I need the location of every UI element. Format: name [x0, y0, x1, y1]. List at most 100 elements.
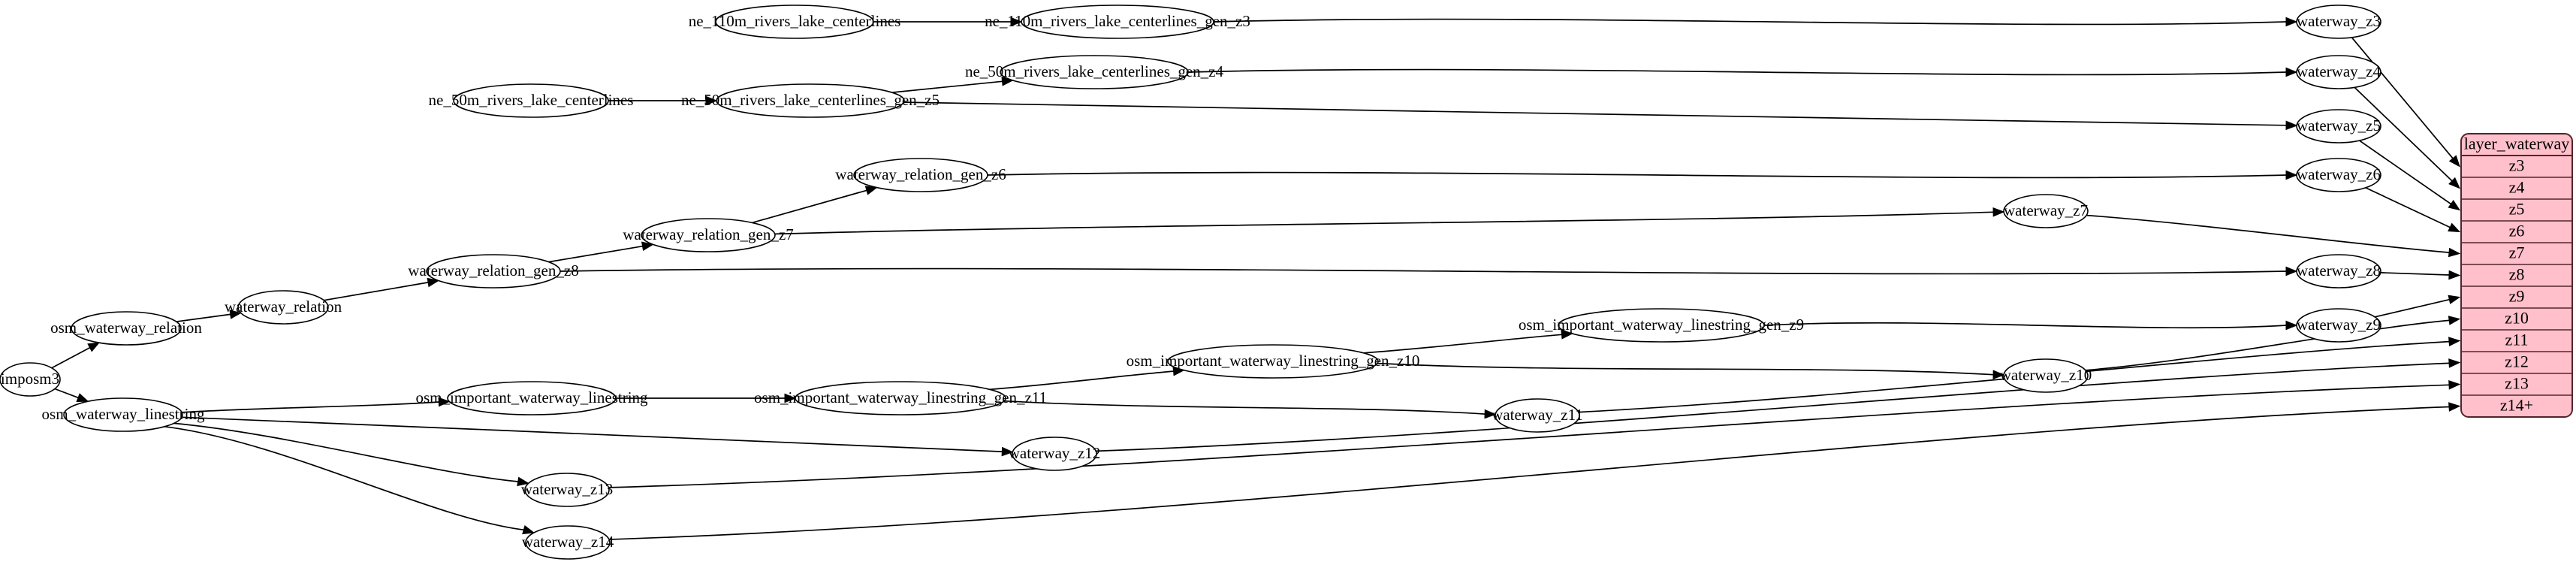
graph-edge-osm_waterway_linestring--to--waterway_z14	[164, 425, 524, 531]
graph-node-osm_waterway_linestring[interactable]: osm_waterway_linestring	[42, 397, 205, 432]
node-shape	[1495, 398, 1580, 433]
layer-table-row-z11[interactable]: z11	[2505, 331, 2529, 349]
layer-table-background	[2460, 133, 2573, 418]
arrow-head-icon	[2448, 358, 2461, 368]
graph-edge-waterway_z3--to--layer_waterway_z3	[2351, 37, 2454, 159]
graph-node-waterway_relation_gen_z7[interactable]: waterway_relation_gen_z7	[623, 218, 794, 252]
node-shape	[2003, 194, 2089, 228]
graph-node-waterway_relation_gen_z6[interactable]: waterway_relation_gen_z6	[835, 158, 1006, 192]
graph-node-waterway_z4[interactable]: waterway_z4	[2296, 55, 2381, 89]
graph-node-waterway_z7[interactable]: waterway_z7	[2003, 194, 2089, 228]
graph-edge-osm_waterway_linestring--to--osm_important_waterway_linestring	[182, 401, 439, 413]
graph-node-waterway_z11[interactable]: waterway_z11	[1492, 398, 1583, 433]
arrow-head-icon	[87, 342, 101, 352]
arrow-head-icon	[2448, 222, 2461, 233]
arrow-head-icon	[1001, 446, 1014, 457]
arrow-head-icon	[2285, 266, 2298, 276]
graph-node-osm_important_waterway_linestring_gen_z10[interactable]: osm_important_waterway_linestring_gen_z1…	[1127, 344, 1420, 379]
node-label: osm_important_waterway_linestring	[415, 388, 648, 406]
graph-node-imposm3[interactable]: imposm3	[0, 362, 61, 397]
graph-node-waterway_z5[interactable]: waterway_z5	[2296, 109, 2381, 144]
node-shape	[1167, 344, 1379, 379]
graph-edge-waterway_relation_gen_z8--to--waterway_relation_gen_z7	[548, 245, 643, 263]
layer-table-row-z12[interactable]: z12	[2505, 352, 2529, 371]
graph-node-osm_important_waterway_linestring_gen_z9[interactable]: osm_important_waterway_linestring_gen_z9	[1519, 308, 1804, 343]
node-shape	[715, 5, 874, 39]
layer-table-row-z4[interactable]: z4	[2509, 178, 2525, 197]
arrow-head-icon	[427, 277, 440, 288]
layer-waterway-table[interactable]: layer_waterway z3 z4 z5 z6 z7 z8 z9 z10 z11 z12 z13…	[2460, 133, 2573, 418]
graph-edge-waterway_relation_gen_z6--to--waterway_z6	[987, 171, 2287, 179]
node-label: ne_50m_rivers_lake_centerlines	[429, 91, 634, 109]
graph-edge-imposm3--to--osm_waterway_linestring	[54, 388, 79, 399]
layer-table-row-z10[interactable]: z10	[2505, 309, 2529, 328]
arrow-head-icon	[2448, 155, 2460, 168]
node-shape	[641, 218, 776, 252]
layer-table-row-z13[interactable]: z13	[2505, 374, 2529, 393]
node-label: waterway_relation	[225, 298, 342, 316]
graph-node-ne_110m_rivers_lake_centerlines[interactable]: ne_110m_rivers_lake_centerlines	[689, 5, 901, 39]
node-label: waterway_z7	[2004, 201, 2088, 219]
arrow-head-icon	[1992, 207, 2005, 217]
graph-node-osm_waterway_relation[interactable]: osm_waterway_relation	[50, 311, 202, 346]
arrow-head-icon	[1484, 409, 1497, 419]
graph-node-osm_important_waterway_linestring_gen_z11[interactable]: osm_important_waterway_linestring_gen_z1…	[754, 381, 1047, 415]
graph-edge-waterway_z14--to--layer_waterway_z14_	[609, 406, 2450, 540]
node-shape	[2296, 55, 2381, 89]
graph-node-ne_110m_rivers_lake_centerlines_gen_z3[interactable]: ne_110m_rivers_lake_centerlines_gen_z3	[985, 5, 1250, 39]
node-label: waterway_z13	[521, 480, 613, 498]
graph-node-osm_important_waterway_linestring[interactable]: osm_important_waterway_linestring	[415, 381, 648, 415]
layer-table-row-z3[interactable]: z3	[2509, 156, 2525, 175]
graph-node-waterway_relation[interactable]: waterway_relation	[225, 290, 342, 325]
node-label: waterway_z11	[1492, 406, 1583, 424]
graph-node-waterway_z3[interactable]: waterway_z3	[2296, 5, 2381, 39]
layer-table-title: layer_waterway	[2464, 134, 2569, 153]
node-shape	[0, 362, 61, 397]
node-shape	[2296, 254, 2381, 289]
node-label: osm_waterway_linestring	[42, 405, 205, 423]
layer-table-row-z5[interactable]: z5	[2509, 200, 2525, 219]
graph-node-ne_50m_rivers_lake_centerlines_gen_z5[interactable]: ne_50m_rivers_lake_centerlines_gen_z5	[681, 83, 940, 118]
arrow-head-icon	[2285, 67, 2298, 77]
layer-table-row-z7[interactable]: z7	[2509, 243, 2525, 262]
graph-node-waterway_z9[interactable]: waterway_z9	[2296, 308, 2381, 343]
graph-node-waterway_relation_gen_z8[interactable]: waterway_relation_gen_z8	[408, 254, 579, 289]
arrow-head-icon	[2448, 402, 2461, 412]
node-shape	[447, 381, 617, 415]
graph-edge-waterway_relation--to--waterway_relation_gen_z8	[324, 282, 429, 301]
node-label: imposm3	[1, 370, 59, 388]
node-shape	[1012, 437, 1097, 471]
graph-edge-osm_waterway_relation--to--waterway_relation	[176, 313, 231, 322]
graph-edge-waterway_z9--to--layer_waterway_z9	[2375, 298, 2450, 318]
graph-edge-ne_50m_rivers_lake_centerlines_gen_z4--to--waterway_z4	[1187, 68, 2287, 76]
arrow-head-icon	[2448, 270, 2461, 280]
node-label: waterway_z8	[2297, 261, 2381, 279]
arrow-head-icon	[76, 393, 89, 403]
graph-node-waterway_z6[interactable]: waterway_z6	[2296, 158, 2381, 192]
graph-edge-waterway_relation_gen_z7--to--waterway_relation_gen_z6	[752, 189, 867, 224]
graph-edge-osm_waterway_linestring--to--waterway_z13	[173, 422, 518, 482]
arrow-head-icon	[2448, 337, 2461, 346]
graph-edge-waterway_z7--to--layer_waterway_z7	[2086, 214, 2450, 253]
graph-node-ne_50m_rivers_lake_centerlines[interactable]: ne_50m_rivers_lake_centerlines	[429, 83, 634, 118]
graph-node-waterway_z14[interactable]: waterway_z14	[522, 525, 614, 560]
node-shape	[1021, 5, 1214, 39]
graph-node-waterway_z13[interactable]: waterway_z13	[521, 473, 613, 507]
graph-edge-waterway_z10--to--layer_waterway_z10	[2085, 319, 2450, 371]
node-label: waterway_z6	[2297, 165, 2381, 183]
graph-edge-waterway_z4--to--layer_waterway_z4	[2354, 86, 2453, 182]
graph-node-waterway_z10[interactable]: waterway_z10	[2000, 358, 2092, 393]
layer-table-row-z6[interactable]: z6	[2509, 222, 2525, 240]
graph-node-ne_50m_rivers_lake_centerlines_gen_z4[interactable]: ne_50m_rivers_lake_centerlines_gen_z4	[965, 55, 1224, 89]
graph-edge-waterway_z8--to--layer_waterway_z8	[2380, 272, 2450, 276]
graph-node-waterway_z8[interactable]: waterway_z8	[2296, 254, 2381, 289]
node-label: waterway_z9	[2297, 316, 2381, 334]
node-shape	[2296, 5, 2381, 39]
graph-edge-osm_important_waterway_linestring_gen_z9--to--waterway_z9	[1763, 322, 2287, 329]
node-label: ne_50m_rivers_lake_centerlines_gen_z4	[965, 62, 1224, 80]
layer-table-row-z14+[interactable]: z14+	[2500, 396, 2533, 415]
layer-table-row-z8[interactable]: z8	[2509, 265, 2525, 284]
graph-node-waterway_z12[interactable]: waterway_z12	[1009, 437, 1100, 471]
layer-table-row-z9[interactable]: z9	[2509, 287, 2525, 306]
